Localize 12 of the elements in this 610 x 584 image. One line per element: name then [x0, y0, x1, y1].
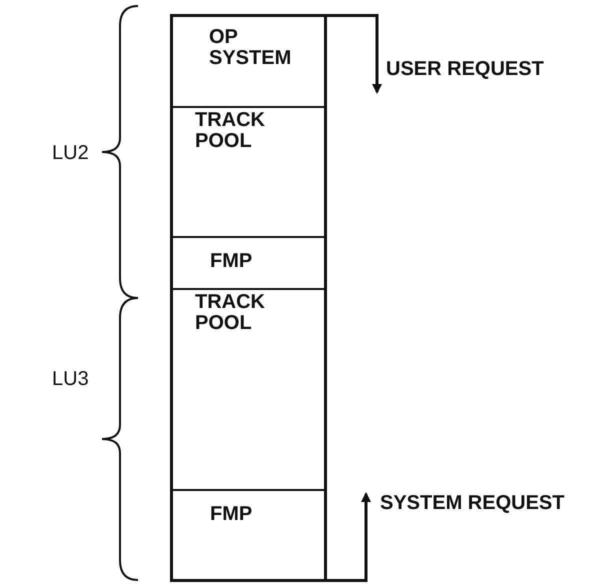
segment-label: TRACK POOL — [195, 110, 266, 152]
segment-label: OP SYSTEM — [209, 27, 292, 69]
edge-label: SYSTEM REQUEST — [380, 492, 564, 514]
memory-stack-box — [170, 14, 327, 582]
region-label: LU2 — [52, 142, 89, 164]
arrow — [326, 14, 382, 94]
segment-label: FMP — [210, 504, 254, 525]
segment-label: TRACK POOL — [195, 292, 266, 334]
region-label: LU3 — [52, 368, 89, 390]
arrow — [326, 492, 371, 582]
edge-label: USER REQUEST — [386, 58, 544, 80]
segment-label: FMP — [210, 251, 254, 272]
